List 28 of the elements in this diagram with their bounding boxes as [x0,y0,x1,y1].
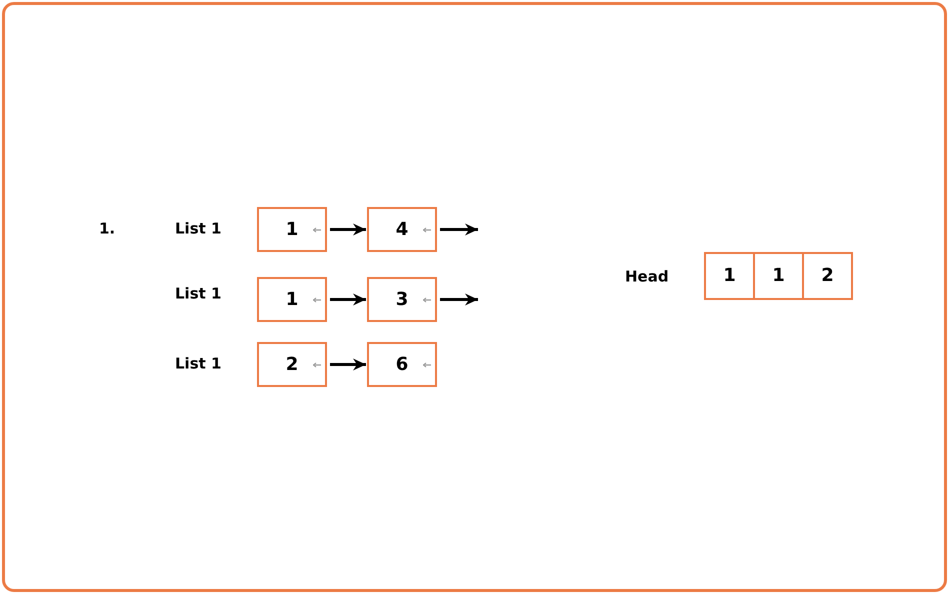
node-value: 2 [821,267,834,285]
list-node-box [257,207,327,252]
arrow [440,294,478,306]
list-node-box [257,342,327,387]
node-value: 2 [286,356,298,374]
list-node-box [367,342,437,387]
arrow [330,358,366,370]
arrow [440,224,478,236]
node-value: 1 [772,267,785,285]
arrow [330,294,366,306]
list-label: List 1 [175,222,222,236]
list-node-box [367,277,437,322]
list-node-box [367,207,437,252]
head-label: Head [625,270,669,284]
node-value: 1 [723,267,736,285]
node-value: 1 [286,290,298,308]
node-value: 3 [396,290,408,308]
array-cell [802,252,853,300]
arrow [330,224,366,236]
list-label: List 1 [175,356,222,372]
array-cell [704,252,755,300]
list-label: List 1 [175,286,222,302]
step-number: 1. [99,222,116,236]
node-value: 1 [286,220,298,238]
array-cell [753,252,804,300]
node-value: 6 [396,356,408,374]
list-node-box [257,277,327,322]
node-value: 4 [396,220,408,238]
